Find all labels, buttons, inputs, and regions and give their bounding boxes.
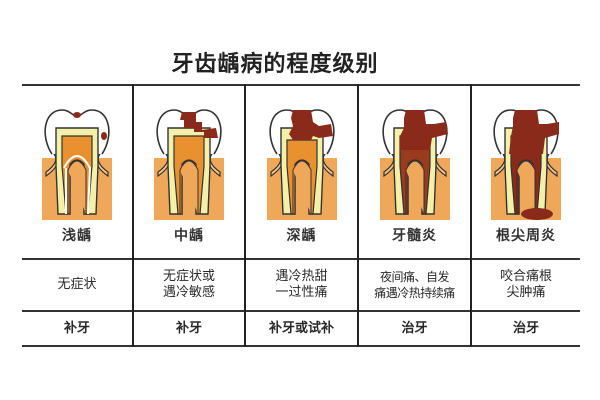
table-top-border <box>22 84 580 86</box>
stage-name: 牙髓炎 <box>392 228 437 244</box>
symptom-cell: 遇冷热甜 一过性痛 <box>246 260 357 310</box>
stage-cell-pulpitis: 牙髓炎 <box>359 86 470 258</box>
treatment-cell: 补牙或试补 <box>246 312 357 346</box>
stage-cell-medium-caries: 中龋 <box>134 86 244 258</box>
stage-cell-shallow-caries: 浅龋 <box>22 86 132 258</box>
column-divider <box>357 84 359 347</box>
symptom-cell: 夜间痛、自发 痛遇冷热持续痛 <box>359 260 470 310</box>
stage-cell-periapical-periodontitis: 根尖周炎 <box>472 86 580 258</box>
symptom-text: 无症状 <box>57 277 97 292</box>
symptom-cell: 咬合痛根 尖肿痛 <box>472 260 580 310</box>
treatment-text: 治牙 <box>512 321 539 336</box>
treatment-text: 补牙或试补 <box>268 321 334 336</box>
row-divider <box>22 258 580 260</box>
column-divider <box>132 84 134 347</box>
treatment-cell: 治牙 <box>359 312 470 346</box>
table-bottom-border <box>22 345 580 347</box>
stage-name: 深龋 <box>286 228 317 244</box>
treatment-cell: 治牙 <box>472 312 580 346</box>
column-divider <box>244 84 246 347</box>
stage-name: 根尖周炎 <box>496 228 556 244</box>
stage-name: 中龋 <box>174 228 204 244</box>
caries-stage-table: 浅龋 中龋 深龋 <box>22 84 580 347</box>
symptom-text: 遇冷热甜 一过性痛 <box>275 269 328 300</box>
treatment-cell: 补牙 <box>22 312 132 346</box>
stage-cell-deep-caries: 深龋 <box>246 86 357 258</box>
page-title: 牙齿龋病的程度级别 <box>171 51 379 77</box>
tooth-shallow-caries-icon <box>42 109 112 220</box>
row-divider <box>22 310 580 312</box>
tooth-pulpitis-icon <box>379 109 450 220</box>
symptom-cell: 无症状 <box>22 260 132 310</box>
tooth-deep-caries-icon <box>266 109 337 220</box>
treatment-text: 补牙 <box>175 321 202 336</box>
symptom-text: 咬合痛根 尖肿痛 <box>499 269 552 300</box>
symptom-text: 夜间痛、自发 痛遇冷热持续痛 <box>374 270 455 300</box>
tooth-periapical-periodontitis-icon <box>491 109 561 220</box>
treatment-text: 治牙 <box>401 321 428 336</box>
tooth-medium-caries-icon <box>154 109 224 220</box>
stage-name: 浅龋 <box>62 228 92 244</box>
symptom-cell: 无症状或 遇冷敏感 <box>134 260 244 310</box>
treatment-cell: 补牙 <box>134 312 244 346</box>
column-divider <box>470 84 472 347</box>
treatment-text: 补牙 <box>63 321 90 336</box>
symptom-text: 无症状或 遇冷敏感 <box>162 269 215 300</box>
